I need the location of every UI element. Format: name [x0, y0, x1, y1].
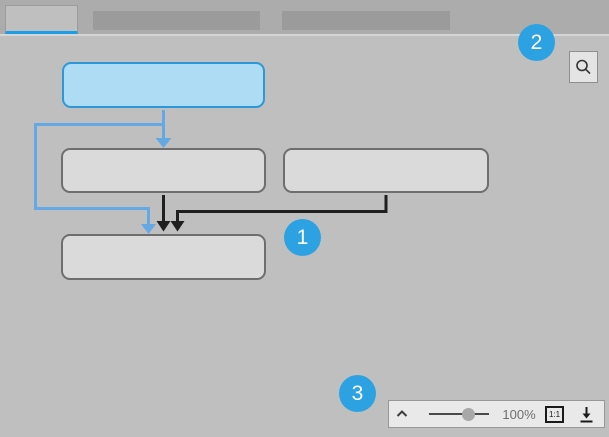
callout-badge-2: 2 — [518, 24, 555, 61]
chevron-up-icon — [396, 410, 408, 418]
tab-active[interactable] — [5, 5, 78, 34]
tab-bar — [0, 0, 609, 36]
zoom-slider-knob[interactable] — [462, 407, 475, 421]
zoom-slider[interactable] — [429, 401, 489, 427]
zoom-slider-track[interactable] — [429, 413, 489, 415]
diagram-node-child-left[interactable] — [61, 148, 266, 193]
callout-badge-1: 1 — [284, 219, 321, 256]
one-to-one-icon: 1:1 — [545, 405, 564, 423]
actual-size-button[interactable]: 1:1 — [545, 401, 564, 427]
diagram-node-result[interactable] — [61, 234, 266, 280]
download-button[interactable] — [575, 401, 597, 427]
connector-child-right-to-result — [170, 195, 388, 232]
callout-badge-3: 3 — [339, 375, 376, 412]
diagram-node-child-right[interactable] — [283, 148, 489, 193]
tab-placeholder-3[interactable] — [282, 11, 450, 30]
diagram-node-root[interactable] — [62, 62, 265, 108]
search-button[interactable] — [569, 51, 598, 83]
zoom-toolbar: 100% 1:1 — [388, 400, 605, 428]
connector-root-to-child-left — [155, 110, 172, 148]
search-icon — [575, 59, 592, 76]
tab-placeholder-2[interactable] — [93, 11, 260, 30]
connector-child-left-to-result — [156, 195, 171, 232]
collapse-button[interactable] — [391, 401, 413, 427]
download-icon — [579, 406, 594, 423]
zoom-level-label: 100% — [502, 406, 536, 422]
